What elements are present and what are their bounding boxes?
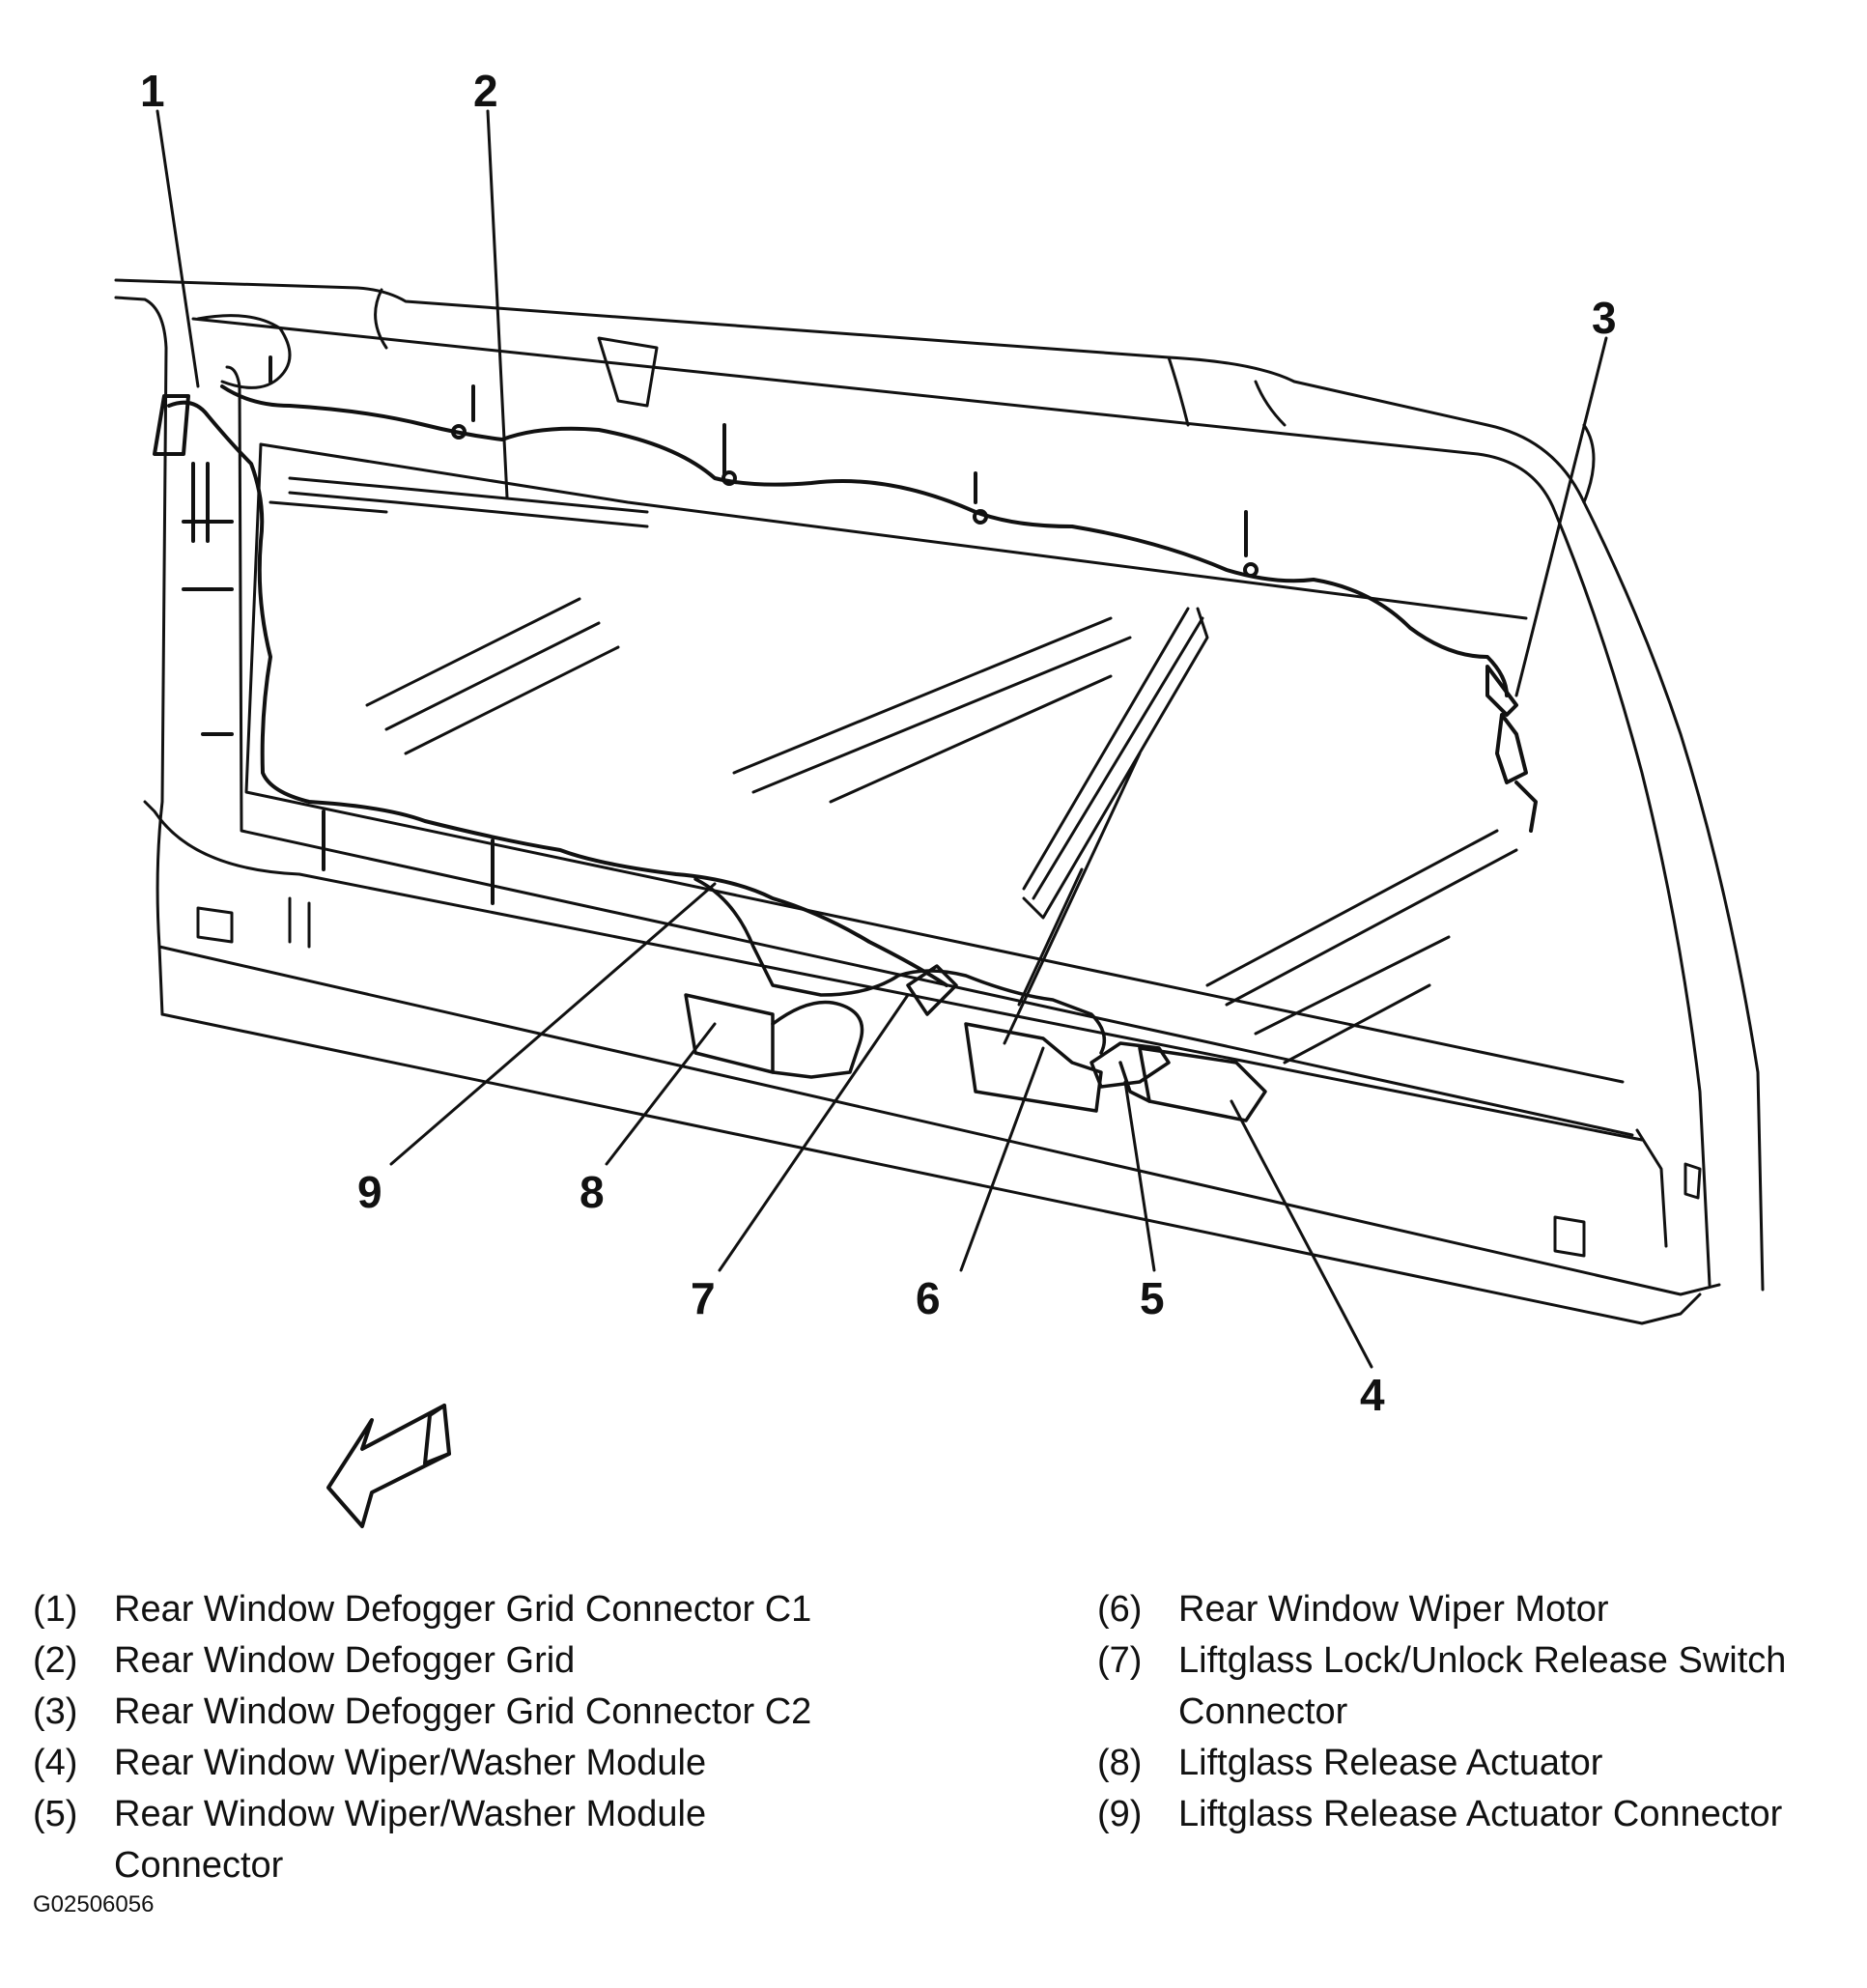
legend-number: (7) bbox=[1097, 1640, 1143, 1681]
legend-text: Rear Window Wiper Motor bbox=[1178, 1589, 1609, 1630]
legend-text: Rear Window Wiper/Washer Module bbox=[114, 1743, 707, 1783]
legend-text: Liftglass Release Actuator Connector bbox=[1178, 1794, 1783, 1834]
legend-text: Liftglass Lock/Unlock Release Switch Con… bbox=[1178, 1640, 1787, 1732]
callout-6: 6 bbox=[916, 1273, 941, 1323]
callout-labels: 1 2 3 4 5 6 7 8 9 bbox=[140, 66, 1617, 1420]
legend-item-3: (3) Rear Window Defogger Grid Connector … bbox=[33, 1687, 1076, 1738]
window-glass bbox=[244, 442, 1625, 1084]
callout-5: 5 bbox=[1140, 1273, 1165, 1323]
legend-item-5: (5) Rear Window Wiper/Washer Module Conn… bbox=[33, 1789, 777, 1891]
top-harness bbox=[220, 355, 1538, 833]
callout-3: 3 bbox=[1592, 293, 1617, 343]
callout-9: 9 bbox=[357, 1167, 382, 1217]
legend-number: (1) bbox=[33, 1589, 78, 1630]
forward-arrow-icon bbox=[326, 1404, 451, 1528]
legend-number: (6) bbox=[1097, 1589, 1143, 1630]
legend-item-9: (9) Liftglass Release Actuator Connector bbox=[1097, 1789, 1860, 1840]
callout-8: 8 bbox=[580, 1167, 605, 1217]
legend-item-4: (4) Rear Window Wiper/Washer Module bbox=[33, 1738, 1076, 1789]
lower-assembly bbox=[684, 877, 1267, 1122]
legend-text: Liftglass Release Actuator bbox=[1178, 1743, 1603, 1783]
legend-number: (3) bbox=[33, 1691, 78, 1732]
figure-id: G02506056 bbox=[33, 1891, 155, 1917]
legend-text: Rear Window Defogger Grid Connector C1 bbox=[114, 1589, 812, 1630]
legend-column-left: (1) Rear Window Defogger Grid Connector … bbox=[33, 1584, 1076, 1891]
callout-1: 1 bbox=[140, 66, 165, 116]
legend-text: Rear Window Defogger Grid bbox=[114, 1640, 576, 1681]
legend-column-right: (6) Rear Window Wiper Motor (7) Liftglas… bbox=[1097, 1584, 1860, 1840]
header-trim bbox=[196, 288, 1287, 427]
legend-number: (8) bbox=[1097, 1743, 1143, 1783]
wiper-blade bbox=[1003, 607, 1209, 1045]
liftglass-wiring-diagram: 1 2 3 4 5 6 7 8 9 bbox=[114, 66, 1765, 1528]
callout-2: 2 bbox=[473, 66, 498, 116]
defogger-grid bbox=[288, 476, 649, 528]
legend-item-6: (6) Rear Window Wiper Motor bbox=[1097, 1584, 1860, 1635]
callout-4: 4 bbox=[1360, 1370, 1385, 1420]
legend-number: (5) bbox=[33, 1794, 78, 1834]
legend-number: (2) bbox=[33, 1640, 78, 1681]
legend-item-8: (8) Liftglass Release Actuator bbox=[1097, 1738, 1860, 1789]
left-harness bbox=[153, 394, 948, 987]
legend-text: Rear Window Wiper/Washer Module Connecto… bbox=[114, 1794, 707, 1886]
legend-number: (9) bbox=[1097, 1794, 1143, 1834]
legend-item-1: (1) Rear Window Defogger Grid Connector … bbox=[33, 1584, 1076, 1635]
legend-number: (4) bbox=[33, 1743, 78, 1783]
leader-lines bbox=[156, 109, 1608, 1369]
callout-7: 7 bbox=[691, 1273, 716, 1323]
legend-item-7: (7) Liftglass Lock/Unlock Release Switch… bbox=[1097, 1635, 1860, 1738]
legend-item-2: (2) Rear Window Defogger Grid bbox=[33, 1635, 1076, 1687]
legend-text: Rear Window Defogger Grid Connector C2 bbox=[114, 1691, 812, 1732]
liftglass-frame bbox=[114, 278, 1765, 1325]
